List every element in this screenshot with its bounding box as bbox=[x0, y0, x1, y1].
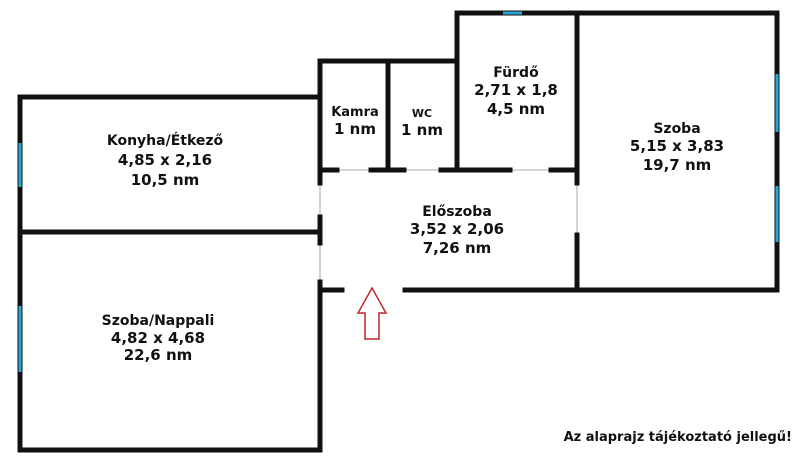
entrance-arrow-icon bbox=[356, 286, 388, 340]
room-name: Szoba bbox=[653, 121, 701, 137]
room-name: Konyha/Étkező bbox=[106, 133, 224, 149]
room-area: 19,7 nm bbox=[642, 156, 712, 174]
room-area: 22,6 nm bbox=[123, 346, 193, 364]
windows bbox=[18, 11, 779, 372]
room-name: WC bbox=[411, 107, 433, 120]
room-area: 1 nm bbox=[334, 120, 376, 138]
room-label-eloszoba: Előszoba 3,52 x 2,06 7,26 nm bbox=[410, 204, 504, 258]
walls bbox=[17, 10, 780, 453]
room-dims: 3,52 x 2,06 bbox=[409, 220, 505, 238]
room-area: 1 nm bbox=[401, 121, 443, 139]
room-label-wc: WC 1 nm bbox=[401, 105, 443, 139]
room-name: Kamra bbox=[331, 105, 379, 120]
room-dims: 2,71 x 1,8 bbox=[474, 81, 558, 99]
room-dims: 4,85 x 2,16 bbox=[117, 151, 213, 169]
room-name: Előszoba bbox=[422, 204, 492, 220]
disclaimer-note: Az alaprajz tájékoztató jellegű! bbox=[563, 430, 792, 445]
room-dims: 4,82 x 4,68 bbox=[110, 329, 206, 347]
room-area: 7,26 nm bbox=[422, 239, 492, 257]
room-name: Szoba/Nappali bbox=[101, 313, 215, 329]
room-dims: 5,15 x 3,83 bbox=[629, 137, 725, 155]
room-label-furdo: Fürdő 2,71 x 1,8 4,5 nm bbox=[474, 65, 558, 119]
room-label-nappali: Szoba/Nappali 4,82 x 4,68 22,6 nm bbox=[102, 313, 215, 364]
room-area: 10,5 nm bbox=[130, 171, 200, 189]
room-label-szoba: Szoba 5,15 x 3,83 19,7 nm bbox=[630, 121, 724, 175]
room-label-konyha: Konyha/Étkező 4,85 x 2,16 10,5 nm bbox=[107, 133, 223, 190]
room-name: Fürdő bbox=[493, 65, 539, 81]
room-label-kamra: Kamra 1 nm bbox=[331, 104, 379, 138]
room-area: 4,5 nm bbox=[486, 100, 546, 118]
